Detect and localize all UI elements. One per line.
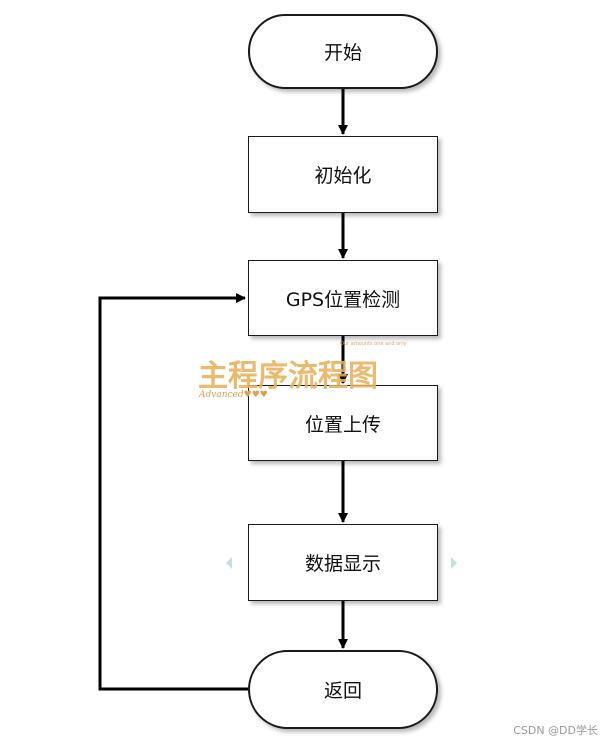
chevron-left-icon[interactable] — [226, 557, 232, 569]
upload-label: 位置上传 — [304, 413, 381, 436]
source-credit: CSDN @DD学长 — [513, 724, 598, 737]
display-node: 数据显示 — [248, 524, 438, 601]
init-label: 初始化 — [314, 165, 372, 187]
gps-node: GPS位置检测 — [248, 260, 438, 336]
upload-node: 位置上传 — [248, 385, 438, 461]
chevron-right-icon[interactable] — [451, 557, 457, 569]
return-node: 返回 — [248, 650, 438, 729]
init-node: 初始化 — [248, 136, 438, 213]
display-label: 数据显示 — [304, 553, 381, 575]
start-node: 开始 — [248, 14, 438, 89]
arrow-return-loop-to-gps — [98, 293, 248, 691]
watermark-subtitle: Advanced♥♥♥ — [199, 390, 268, 400]
gps-label: GPS位置检测 — [285, 288, 401, 311]
return-label: 返回 — [323, 680, 362, 702]
start-label: 开始 — [323, 42, 362, 64]
watermark-tagline: Our amounts one and only — [340, 341, 407, 347]
watermark-title: 主程序流程图 — [198, 359, 378, 394]
